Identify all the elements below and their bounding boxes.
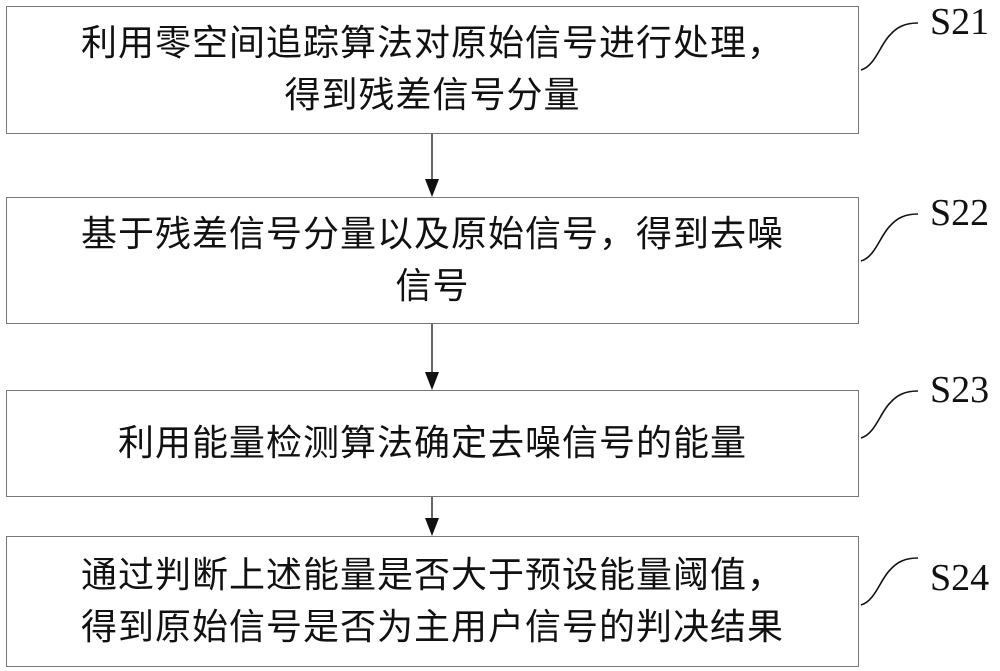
step-text-s22: 基于残差信号分量以及原始信号，得到去噪 信号 (81, 209, 784, 313)
step-line: 基于残差信号分量以及原始信号，得到去噪 (80, 213, 784, 255)
arrow-s23-s24 (425, 497, 439, 536)
step-line: 信号 (395, 265, 470, 307)
step-line: 得到原始信号是否为主用户信号的判决结果 (80, 606, 784, 648)
step-text-s23: 利用能量检测算法确定去噪信号的能量 (118, 418, 747, 470)
arrow-s21-s22 (425, 134, 439, 197)
step-text-s24: 通过判断上述能量是否大于预设能量阈值， 得到原始信号是否为主用户信号的判决结果 (81, 550, 784, 654)
step-label-s23: S23 (930, 369, 990, 411)
step-line: 利用能量检测算法确定去噪信号的能量 (117, 422, 747, 464)
leader-s21 (860, 22, 919, 71)
leader-s22 (860, 213, 919, 262)
step-box-s24: 通过判断上述能量是否大于预设能量阈值， 得到原始信号是否为主用户信号的判决结果 (6, 536, 859, 667)
leader-s24 (860, 557, 919, 606)
step-box-s21: 利用零空间追踪算法对原始信号进行处理， 得到残差信号分量 (6, 6, 859, 134)
step-label-s22: S22 (930, 192, 990, 234)
step-box-s23: 利用能量检测算法确定去噪信号的能量 (6, 390, 859, 497)
step-line: 得到残差信号分量 (284, 75, 581, 116)
step-box-s22: 基于残差信号分量以及原始信号，得到去噪 信号 (6, 197, 859, 324)
arrow-s22-s23 (425, 324, 439, 390)
step-line: 利用零空间追踪算法对原始信号进行处理， (80, 23, 784, 64)
step-label-s21: S21 (930, 1, 990, 43)
leader-s23 (860, 390, 919, 439)
step-text-s21: 利用零空间追踪算法对原始信号进行处理， 得到残差信号分量 (81, 18, 784, 122)
step-line: 通过判断上述能量是否大于预设能量阈值， (80, 554, 784, 596)
step-label-s24: S24 (930, 557, 990, 599)
